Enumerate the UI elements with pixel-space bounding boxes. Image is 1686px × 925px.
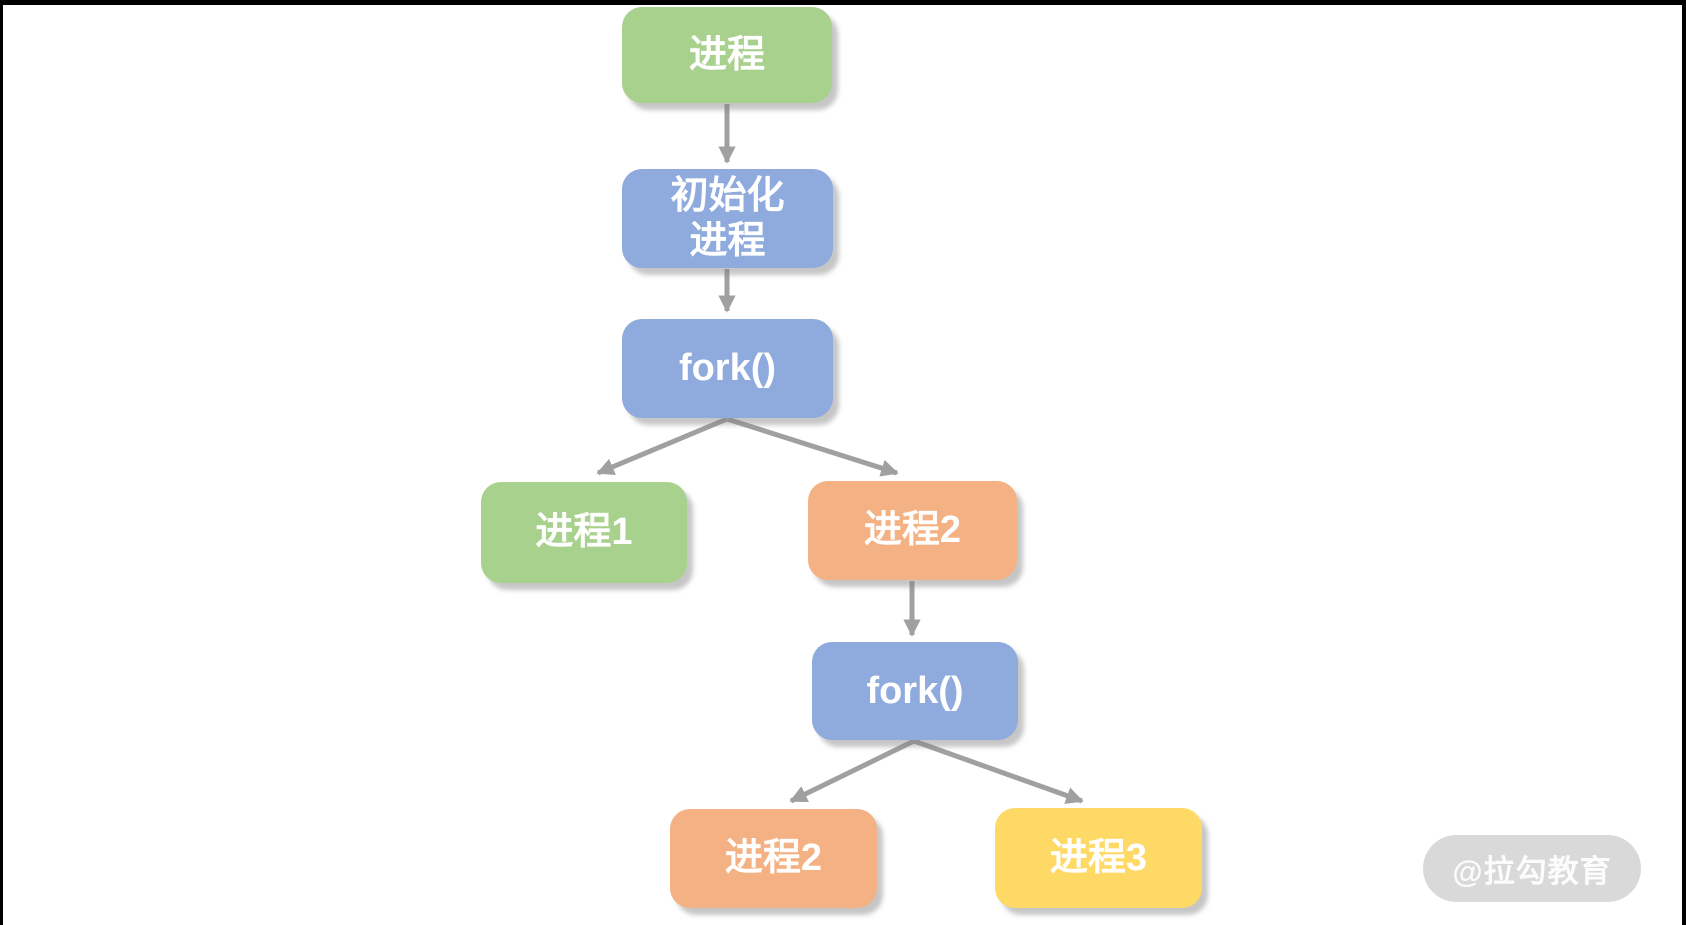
- node-label: 初始化 进程: [670, 174, 785, 262]
- node-label: fork(): [678, 347, 777, 390]
- node-process-1: 进程1: [481, 482, 687, 583]
- node-fork-2: fork(): [812, 642, 1018, 740]
- node-label: 进程2: [863, 509, 962, 552]
- node-fork-1: fork(): [622, 319, 833, 418]
- watermark-text: @拉勾教育: [1452, 854, 1612, 889]
- node-label: 进程3: [1049, 836, 1148, 879]
- node-process-3: 进程3: [995, 808, 1202, 908]
- node-label: 进程1: [535, 511, 633, 554]
- node-process-2: 进程2: [808, 481, 1017, 580]
- node-label: 进程2: [724, 837, 823, 880]
- node-init-process: 初始化 进程: [622, 169, 833, 268]
- slide-canvas: [3, 5, 1682, 925]
- node-label: fork(): [866, 669, 964, 712]
- watermark-badge: @拉勾教育: [1423, 835, 1641, 902]
- node-process-root: 进程: [622, 7, 832, 103]
- node-process-2-child: 进程2: [670, 809, 877, 908]
- node-label: 进程: [688, 33, 765, 76]
